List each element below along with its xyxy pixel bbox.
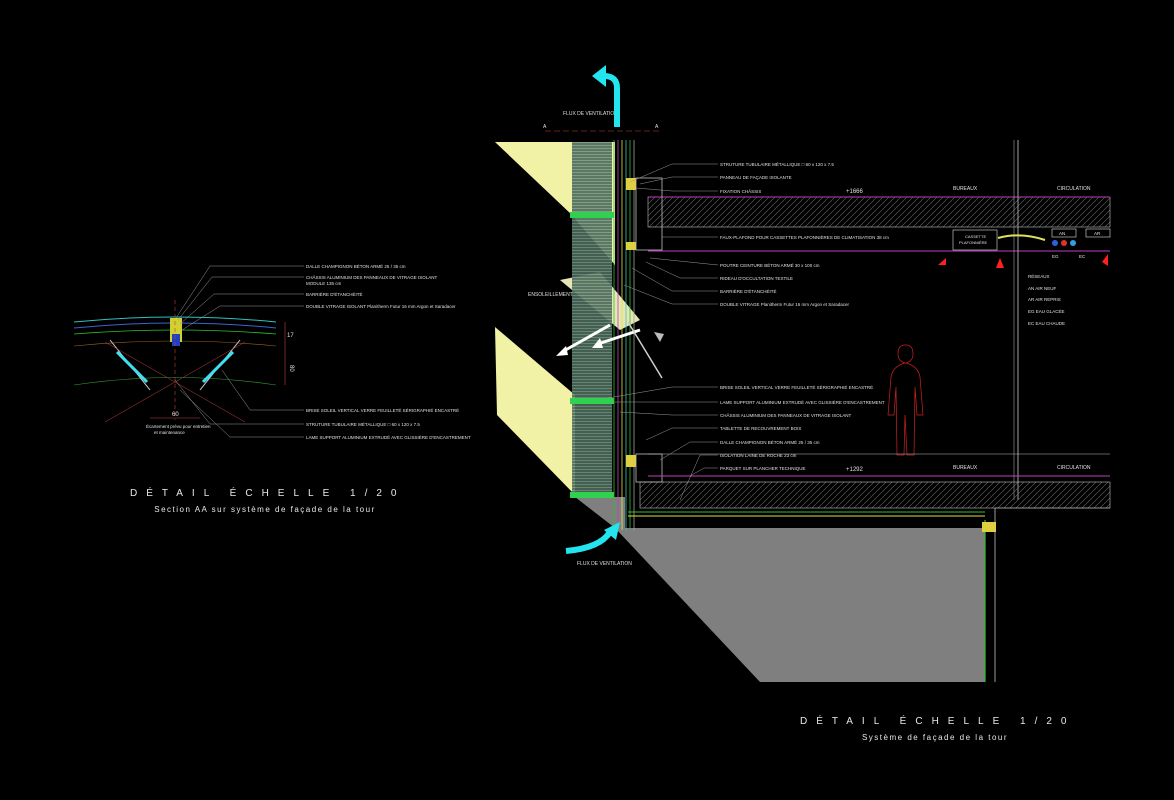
brise-soleil-right [201,350,235,384]
right-label-12: TABLETTE DE RECOUVREMENT BOIS [720,426,801,431]
right-title-block: DÉTAIL ÉCHELLE 1/20 Système de façade de… [800,716,1070,742]
bracket-upper [626,178,636,190]
right-title: DÉTAIL ÉCHELLE 1/20 [800,716,1076,727]
right-label-13: DALLE CHAMPIGNON BÉTON ARMÉ 25 / 35 cm [720,439,820,445]
left-label-4: BARRIÈRE D'ÉTANCHÉITÉ [306,291,363,297]
dimension-60: 60 [172,412,179,418]
cassette-box [952,229,998,251]
level-lower: +1292 [846,467,864,473]
reseaux-item-an: AN AIR NEUF [1028,286,1057,291]
right-label-1: STRUTURE TUBULAIRE MÉTALLIQUE □ 60 x 120… [720,161,834,167]
left-subtitle: Section AA sur système de façade de la t… [154,505,376,514]
right-label-6: RIDEAU D'OCCULTATION TEXTILE [720,276,793,281]
section-mark-a-left: A [543,124,547,130]
duct-eg: EG [1052,254,1059,259]
left-label-8: LAME SUPPORT ALUMINIUM EXTRUDÉ AVEC GLIS… [306,434,471,440]
right-label-2: PANNEAU DE FAÇADE ISOLANTE [720,175,792,180]
ensoleillement-label: ENSOLEILLEMENT [528,292,573,298]
concrete-block [615,528,985,682]
right-label-11: CHÂSSIS ALUMINIUM DES PANNEAUX DE VITRAG… [720,412,851,418]
light-wedge-lower [495,327,575,495]
upper-slab [647,196,1111,228]
right-label-5: POUTRE CEINTURE BÉTON ARMÉ 30 x 100 cm [720,262,820,268]
ventilation-arrow-bottom [565,530,613,554]
dimension-17: 17 [287,333,294,339]
right-label-14: ISOLATION LAINE DE ROCHE 23 cm [720,453,797,458]
right-label-3: FIXATION CHÂSSIS [720,188,761,194]
bracket-lower [626,455,636,467]
left-title-block: DÉTAIL ÉCHELLE 1/20 Section AA sur systè… [130,488,400,514]
brise-soleil-left [115,350,149,384]
right-label-4: FAUX-PLAFOND POUR CASSETTES PLAFONNIÈRES… [720,234,889,240]
ventilation-arrow-top [603,73,620,127]
duct-ec: EC [1079,254,1086,259]
note-line-2: et maintenance [154,430,185,435]
level-upper: +1666 [846,189,864,195]
duct-an: AN [1059,231,1065,236]
circulation-lower: CIRCULATION [1057,465,1091,471]
bureaux-lower: BUREAUX [953,465,978,471]
left-label-5: DOUBLE VITRAGE ISOLANT Planitherm Futur … [306,304,456,309]
cassette-line-2: PLAFONNIÈRE [959,240,988,245]
lower-slab [639,481,1111,509]
bureaux-upper: BUREAUX [953,186,978,192]
dimension-80: 80 [288,365,294,372]
left-label-3: MODULE 135 cm [306,281,342,286]
left-detail: 60 Écartement prévu pour entretien et ma… [73,263,471,440]
section-mark-a-right: A [655,124,659,130]
reseaux-item-ec: EC EAU CHAUDE [1028,321,1065,326]
circulation-upper: CIRCULATION [1057,186,1091,192]
reseaux-item-eg: EG EAU GLACÉE [1028,308,1065,314]
note-line-1: Écartement prévu pour entretien [146,423,211,429]
left-label-2: CHÂSSIS ALUMINIUM DES PANNEAUX DE VITRAG… [306,274,437,280]
cassette-line-1: CASSETTE [965,234,986,239]
left-title: DÉTAIL ÉCHELLE 1/20 [130,488,406,499]
right-label-10: LAME SUPPORT ALUMINIUM EXTRUDÉ AVEC GLIS… [720,399,885,405]
right-label-7: BARRIÈRE D'ÉTANCHÉITÉ [720,288,777,294]
right-detail: A A FLUX DE VENTILATION [495,65,1111,682]
reseaux-item-ar: AR AIR REPRIS [1028,297,1061,302]
left-label-6: BRISE SOLEIL VERTICAL VERRE FEUILLETÉ SÉ… [306,407,459,413]
glazing-panel [572,142,612,497]
right-subtitle: Système de façade de la tour [861,733,1009,742]
duct-ar: AR [1094,231,1101,236]
human-figure [887,344,924,456]
reseaux-title: RÉSEAUX [1028,273,1050,279]
left-label-7: STRUTURE TUBULAIRE MÉTALLIQUE □ 60 x 120… [306,421,420,427]
right-label-9: BRISE SOLEIL VERTICAL VERRE FEUILLETÉ SÉ… [720,384,873,390]
right-label-15: PARQUET SUR PLANCHER TECHNIQUE [720,466,806,471]
flux-top-label: FLUX DE VENTILATION [563,111,618,117]
flux-bottom-label: FLUX DE VENTILATION [577,561,632,567]
left-label-1: DALLE CHAMPIGNON BÉTON ARMÉ 25 / 35 cm [306,263,406,269]
right-label-8: DOUBLE VITRAGE Planitherm Futur 16 mm Ar… [720,302,850,307]
